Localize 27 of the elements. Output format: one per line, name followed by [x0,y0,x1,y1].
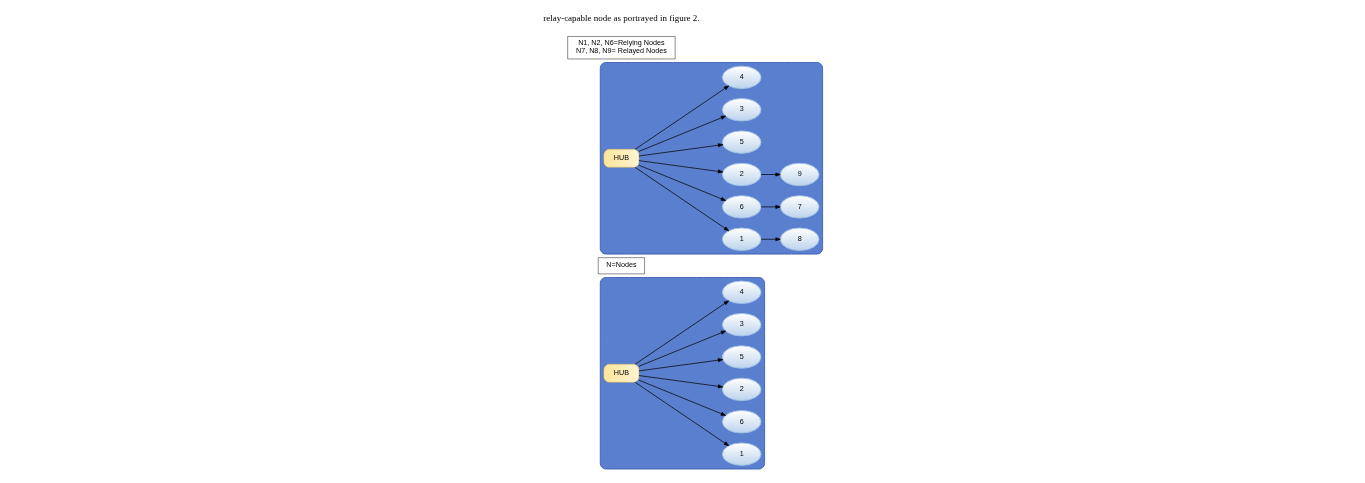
arrow [634,85,729,150]
arrow [638,143,723,157]
node-ellipse: 2 [721,377,761,402]
arrow [634,381,729,447]
label: relay-capable node as portrayed in figure 2. [542,12,700,23]
node-ellipse: 5 [721,345,761,369]
arrow [760,172,781,177]
node-ellipse: 5 [721,130,761,154]
arrow [638,164,726,201]
arrow [638,115,726,152]
arrow [760,204,781,209]
arrow [638,375,723,389]
arrow [760,237,781,242]
node-box: N=Nodes [597,257,645,275]
arrow [634,167,729,232]
arrow [638,358,723,372]
node-ellipse: 9 [779,162,819,187]
arrow [634,300,729,365]
node-ellipse: 2 [721,162,761,187]
node-box: N1, N2, N6=Relying Nodes N7, N8, N9= Relayed Nodes [566,36,675,60]
node-ellipse: 7 [779,195,819,219]
node-ellipse: 8 [779,227,819,251]
arrow [638,330,726,367]
arrow [638,379,726,416]
node-box: HUB [603,149,639,168]
node-box: HUB [603,364,639,383]
arrow [638,160,723,174]
